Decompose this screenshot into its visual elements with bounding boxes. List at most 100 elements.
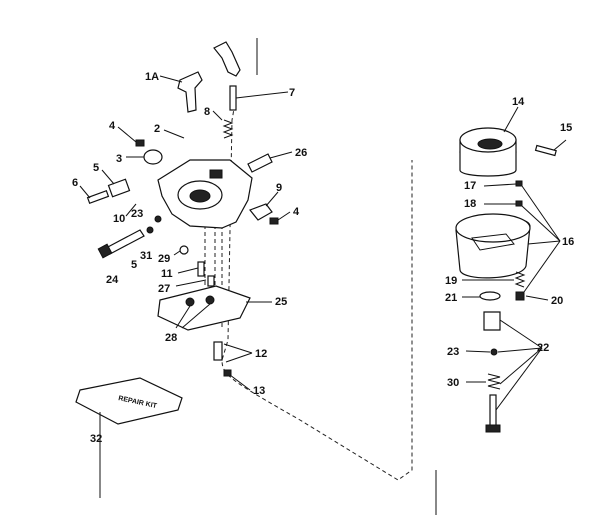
leader-22c [499,347,543,385]
leader-22a [499,319,543,349]
pin-18 [515,200,523,207]
float-bowl-inner [471,233,515,251]
fuel-line-dashed [221,93,413,481]
label-31: 31 [140,250,152,262]
label-28: 28 [165,332,177,344]
leader-16d [523,240,561,293]
leader-16b [521,205,561,242]
leader-4b [277,211,291,221]
choke-link [213,41,241,77]
leader-5a [101,169,115,185]
label-29: 29 [158,253,170,265]
label-21: 21 [445,292,457,304]
leader-8 [212,110,223,121]
pin-11 [197,261,205,277]
label-20: 20 [551,295,563,307]
ring-23-left [154,215,162,223]
label-15: 15 [560,122,572,134]
label-4-right: 4 [293,206,300,218]
nozzle-26 [247,153,273,173]
leader-16a [521,185,561,242]
shutter-3 [143,149,163,165]
spring-30 [487,373,501,390]
leader-4a [117,126,137,143]
bolt-22 [489,394,497,428]
leader-29 [173,250,181,256]
label-25: 25 [275,296,287,308]
leader-23b [465,350,491,353]
label-26: 26 [295,147,307,159]
ring-31 [146,226,154,234]
pin-17 [515,180,523,187]
leader-14 [503,106,519,133]
label-10: 10 [113,213,125,225]
label-32: 32 [90,433,102,445]
label-2: 2 [154,123,160,135]
label-9: 9 [276,182,282,194]
ring-23-right [490,348,498,356]
leader-15 [553,139,567,151]
label-18: 18 [464,198,476,210]
label-3: 3 [116,153,122,165]
leader-22b [497,347,543,353]
label-5-top: 5 [93,162,99,174]
leader-16c [527,240,561,245]
leader-1a [159,75,183,83]
float-bowl-plate-25 [157,285,251,331]
throttle-lever [177,71,203,113]
label-16: 16 [562,236,574,248]
needle-head-24 [97,243,113,259]
leader-26 [269,151,293,159]
float-bowl-rim [455,213,531,243]
label-7: 7 [289,87,295,99]
label-22: 22 [537,342,549,354]
screw-4-right [269,217,279,225]
pin-7 [229,85,237,111]
label-27: 27 [158,283,170,295]
leader-7 [235,91,289,99]
fuel-pipe-6 [86,189,110,205]
bolt-head-22 [485,424,501,433]
label-24: 24 [106,274,119,286]
pin-27 [207,275,215,287]
leader-12a [223,343,253,354]
spring-8 [222,119,234,139]
label-30: 30 [447,377,459,389]
label-12: 12 [255,348,267,360]
leader-2 [163,129,185,139]
label-4-top: 4 [109,120,116,132]
leader-10 [125,203,137,217]
screw-28-a [185,297,195,307]
label-23-left: 23 [131,208,143,220]
label-5-bottom: 5 [131,259,137,271]
jet-12 [213,341,223,361]
choke-shutter-9 [249,203,273,221]
leader-11 [177,267,199,274]
carburetor-boss [209,169,223,179]
leader-13 [229,374,251,391]
label-6: 6 [72,177,78,189]
leader-6 [79,185,91,199]
leader-28a [175,305,191,329]
leader-22d [495,347,543,411]
label-1a: 1A [145,71,159,83]
label-14: 14 [512,96,525,108]
label-17: 17 [464,180,476,192]
air-filter-hole [477,138,503,150]
leader-12b [225,352,253,363]
spring-19 [514,271,526,288]
leader-20 [525,295,549,301]
screw-13 [223,369,232,377]
valve-seat-22 [483,311,501,331]
leader-9 [265,191,279,207]
ring-29 [179,245,189,255]
label-23-right: 23 [447,346,459,358]
label-11: 11 [161,268,173,280]
needle-valve-24 [105,229,145,255]
screw-4-top [135,139,145,147]
leader-28b [181,303,211,329]
label-19: 19 [445,275,457,287]
leader-27 [175,279,207,287]
label-8: 8 [204,106,210,118]
